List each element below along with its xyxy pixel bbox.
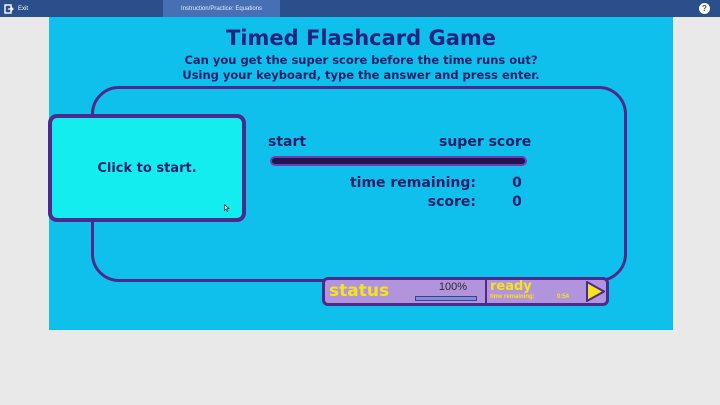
help-icon[interactable]: ? (699, 3, 710, 14)
ready-label: ready (490, 279, 532, 294)
score-progress-bar (270, 156, 527, 166)
percent-progress-fill (416, 297, 476, 300)
percent-progress-bar (415, 296, 477, 301)
status-divider (485, 280, 487, 303)
mouse-cursor-icon (224, 204, 230, 212)
play-arrow-icon (585, 281, 605, 302)
score-label: score: (427, 194, 476, 210)
start-card-label: Click to start. (97, 160, 197, 176)
tab-instruction-practice[interactable]: Instruction/Practice: Equations (163, 0, 280, 17)
play-button[interactable] (585, 281, 605, 302)
status-time-remaining-value: 0:54 (557, 294, 570, 300)
instructions-line-1: Can you get the super score before the t… (184, 53, 538, 67)
status-label: status (329, 281, 390, 301)
time-remaining-label: time remaining: (349, 175, 476, 191)
progress-super-score-label: super score (439, 134, 532, 150)
exit-button[interactable]: Exit (4, 2, 28, 15)
progress-start-label: start (268, 134, 307, 150)
instructions-line-2: Using your keyboard, type the answer and… (182, 68, 540, 82)
status-bar: status 100% ready time remaining: 0:54 (322, 277, 609, 306)
score-value: 0 (512, 194, 522, 210)
start-card[interactable]: Click to start. (48, 114, 246, 222)
status-time-remaining-label: time remaining: (490, 294, 535, 300)
exit-label: Exit (18, 5, 29, 12)
page-title: Timed Flashcard Game (225, 26, 496, 50)
exit-door-icon (4, 3, 14, 14)
top-bar: Exit Instruction/Practice: Equations ? (0, 0, 720, 17)
percent-label: 100% (438, 281, 468, 293)
time-remaining-value: 0 (512, 175, 522, 191)
